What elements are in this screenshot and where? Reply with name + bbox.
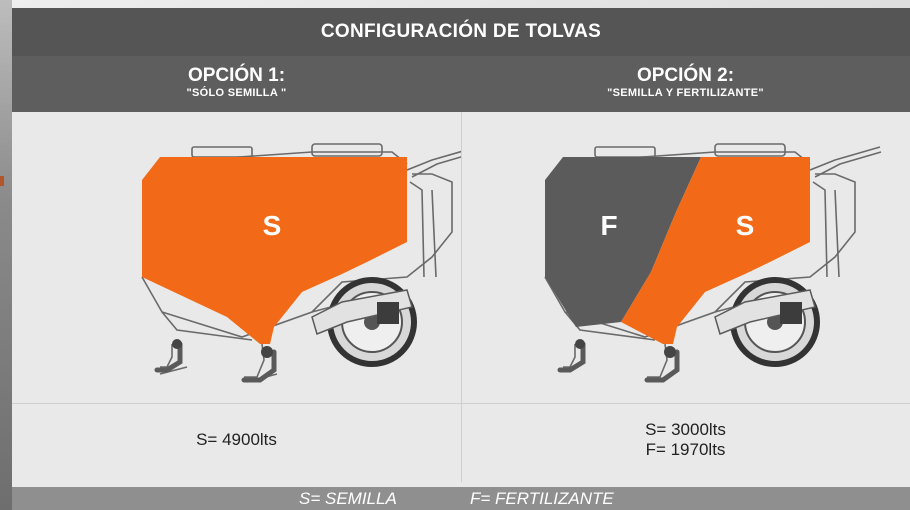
option-2-capacity: S= 3000lts F= 1970lts — [461, 420, 910, 460]
left-edge-strip — [0, 0, 12, 510]
seeder-illustration-1: S — [141, 143, 479, 383]
legend-seed: S= SEMILLA — [299, 489, 397, 508]
capacity-seed-2: S= 3000lts — [645, 420, 726, 439]
hopper-label-s-2: S — [736, 210, 755, 241]
hopper-label-s-1: S — [263, 210, 282, 241]
capacity-fertilizer-2: F= 1970lts — [645, 440, 726, 459]
options-header: OPCIÓN 1: "SÓLO SEMILLA " OPCIÓN 2: "SEM… — [12, 56, 910, 112]
seeder-illustration-2: F S — [544, 143, 882, 383]
option-1-machine: S — [12, 112, 479, 402]
vertical-divider — [461, 112, 462, 482]
option-1-header: OPCIÓN 1: "SÓLO SEMILLA " — [12, 56, 461, 112]
legend-bar: S= SEMILLA F= FERTILIZANTE — [12, 487, 910, 510]
fertilizer-hopper-2 — [545, 157, 701, 327]
seed-hopper-2 — [621, 157, 810, 344]
option-1-title: OPCIÓN 1: — [187, 65, 286, 86]
horizontal-divider — [12, 403, 910, 404]
option-2-subtitle: "SEMILLA Y FERTILIZANTE" — [607, 87, 764, 99]
option-2-machine: F S — [461, 112, 910, 402]
option-2-header: OPCIÓN 2: "SEMILLA Y FERTILIZANTE" — [461, 56, 910, 112]
hopper-label-f-2: F — [600, 210, 617, 241]
option-2-title: OPCIÓN 2: — [636, 65, 735, 86]
edge-marker — [0, 176, 4, 186]
option-1-subtitle: "SÓLO SEMILLA " — [186, 87, 287, 99]
page-title: CONFIGURACIÓN DE TOLVAS — [12, 8, 910, 56]
legend-fertilizer: F= FERTILIZANTE — [470, 489, 614, 508]
capacity-seed-1: S= 4900lts — [196, 430, 277, 449]
seed-hopper-1 — [142, 157, 407, 344]
option-1-capacity: S= 4900lts — [12, 430, 461, 450]
